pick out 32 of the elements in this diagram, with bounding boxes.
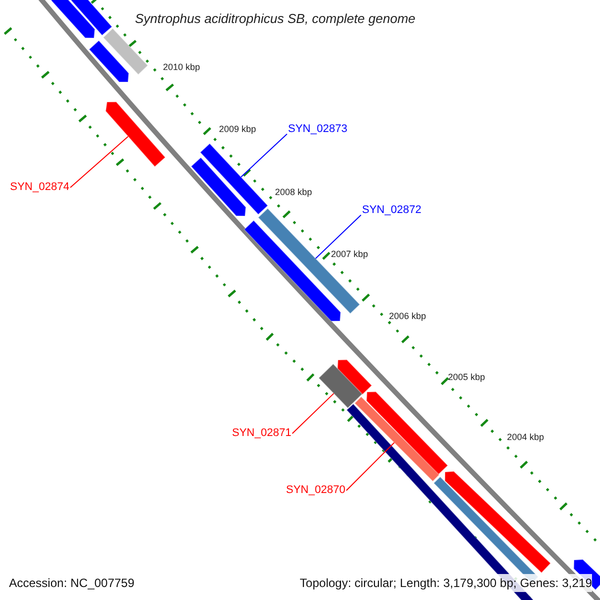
title: Syntrophus aciditrophicus SB, complete genome	[135, 10, 416, 28]
gene-label: SYN_02872	[362, 204, 422, 217]
leader-line	[315, 214, 362, 259]
leader-line	[240, 134, 288, 178]
gene-bar	[318, 363, 363, 409]
scale-label: 2004 kbp	[507, 432, 544, 443]
leader-line	[70, 136, 129, 188]
leader-line	[346, 442, 395, 491]
gene-label: SYN_02873	[288, 123, 348, 136]
gene-label: SYN_02870	[286, 484, 346, 497]
scale-label: 2009 kbp	[219, 124, 256, 135]
gene-feature	[366, 391, 448, 476]
gene-feature	[190, 156, 246, 216]
gene-bar	[354, 396, 440, 482]
gene-feature	[444, 470, 552, 574]
gene-feature	[50, 0, 96, 38]
genome-info: Accession: NC_007759	[9, 575, 134, 592]
genome-info: Topology: circular; Length: 3,179,300 bp; Genes: 3,219	[300, 574, 592, 592]
scale-label: 2006 kbp	[389, 311, 426, 322]
gene-bar	[70, 0, 113, 36]
gene-feature	[88, 40, 130, 82]
leader-line	[292, 392, 334, 434]
gene-label: SYN_02871	[232, 427, 292, 440]
scale-label: 2008 kbp	[275, 187, 312, 198]
gene-label: SYN_02874	[10, 181, 70, 194]
scale-label: 2010 kbp	[163, 62, 200, 73]
gene-feature	[336, 359, 372, 396]
gene-bar	[102, 28, 148, 76]
gene-feature	[105, 101, 166, 168]
scale-label: 2005 kbp	[448, 372, 486, 383]
scale-label: 2007 kbp	[331, 249, 368, 260]
gene-bar	[200, 142, 268, 216]
